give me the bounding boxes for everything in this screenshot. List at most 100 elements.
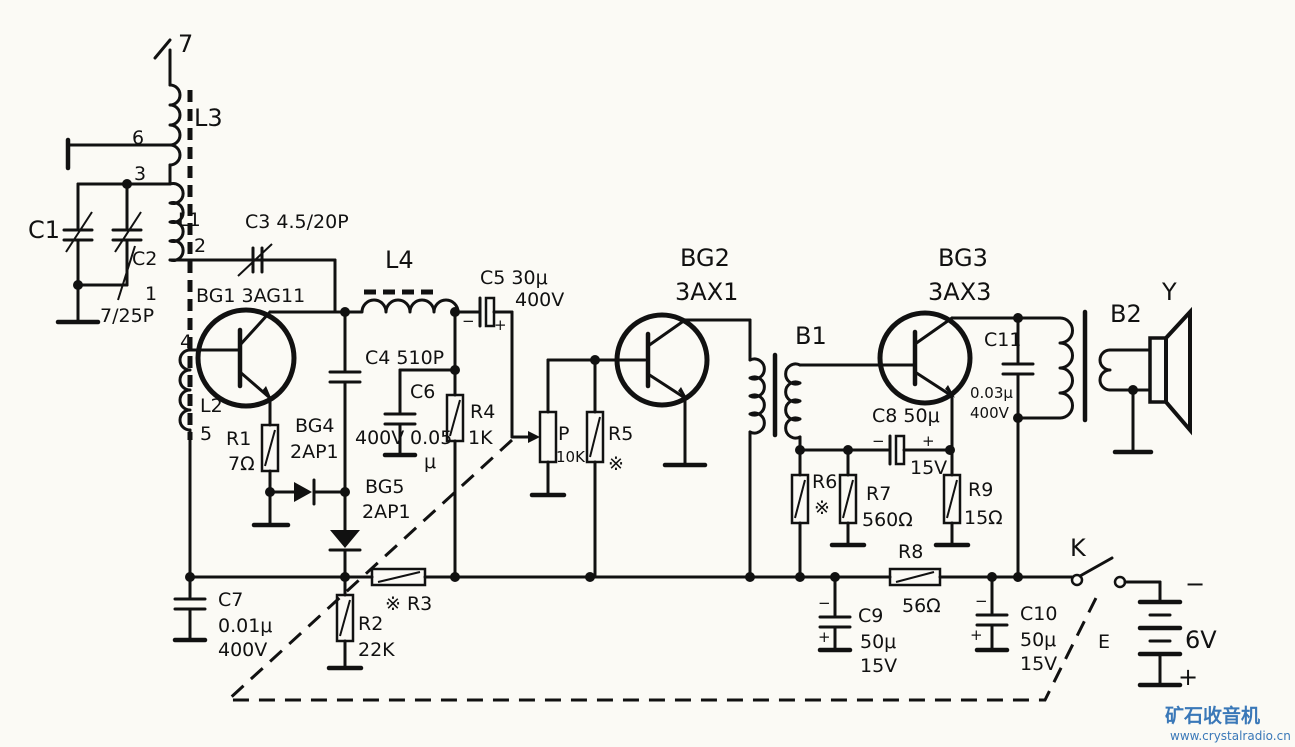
speaker-y [1148, 306, 1192, 436]
label-bg2-value: 3AX1 [675, 278, 738, 306]
capacitor-c5 [478, 296, 496, 328]
label-bg4-value: 2AP1 [290, 441, 339, 463]
label-r4-value: 1K [468, 427, 493, 449]
label-c2: C2 [132, 248, 157, 270]
label-c11: C11 [984, 329, 1021, 351]
label-ant7: 7 [178, 30, 193, 58]
label-battery-plus: + [1178, 663, 1198, 691]
resistor-r1 [260, 423, 280, 473]
transistor-bg1 [195, 307, 297, 409]
label-tap3: 3 [134, 163, 146, 185]
label-y: Y [1161, 278, 1177, 306]
label-r6-value: ※ [814, 497, 830, 519]
label-bg5: BG5 [365, 476, 405, 498]
ganged-control-link [224, 438, 1102, 702]
label-r7-value: 560Ω [862, 509, 913, 531]
label-bg3: BG3 [938, 244, 988, 272]
label-c5-value: 400V [515, 289, 564, 311]
label-c10-voltage: 15V [1020, 653, 1057, 675]
label-c9-plus: + [818, 628, 831, 646]
label-k: K [1070, 534, 1087, 562]
diode-bg4 [294, 478, 316, 506]
label-tap1: 1 [145, 283, 157, 305]
diode-bg5 [328, 530, 362, 552]
label-c11-value: 0.03μ [970, 384, 1013, 402]
label-c10-value: 50μ [1020, 629, 1056, 651]
label-c9-minus: − [818, 594, 831, 612]
label-c8-plus: + [922, 432, 935, 450]
label-c5-plus: + [494, 316, 507, 334]
label-c6-voltage: 400V [355, 427, 404, 449]
label-bg5-value: 2AP1 [362, 501, 411, 523]
label-r8: R8 [898, 541, 923, 563]
label-battery-minus: − [1185, 570, 1205, 598]
inductor-l1 [168, 182, 185, 262]
watermark-title: 矿石收音机 [1165, 704, 1260, 727]
label-c9: C9 [858, 605, 883, 627]
label-r2: R2 [358, 613, 383, 635]
label-r2-value: 22K [358, 639, 395, 661]
label-c6-value: 0.05 [410, 427, 452, 449]
label-l4: L4 [385, 246, 414, 274]
label-c6-unit: μ [424, 451, 436, 473]
resistor-r2 [335, 593, 355, 643]
inductor-l2 [178, 348, 192, 432]
label-c8-minus: − [872, 432, 885, 450]
resistor-r6 [790, 473, 810, 525]
resistor-r3 [370, 567, 427, 587]
label-e-value: 6V [1185, 626, 1217, 654]
watermark-url: www.crystalradio.cn [1170, 729, 1291, 743]
label-p-value: 10K [556, 448, 586, 466]
inductor-l4 [343, 289, 480, 314]
resistor-r9 [942, 473, 962, 525]
transistor-bg2 [614, 312, 710, 408]
trimmer-capacitor-c3 [237, 243, 273, 277]
label-l2: L2 [200, 395, 223, 417]
label-l1: L1 [178, 209, 201, 231]
label-c8: C8 50μ [872, 405, 940, 427]
switch-k [1070, 556, 1127, 589]
resistor-r7 [838, 473, 858, 525]
label-r1-value: 7Ω [228, 453, 255, 475]
label-b1: B1 [795, 322, 827, 350]
battery-e [1137, 599, 1183, 657]
label-c5: C5 30μ [480, 267, 548, 289]
label-c10: C10 [1020, 603, 1057, 625]
label-r5: R5 [608, 423, 633, 445]
label-tap4: 4 [180, 331, 192, 353]
label-r8-value: 56Ω [902, 595, 941, 617]
label-c4: C4 510P [365, 347, 444, 369]
label-e: E [1098, 631, 1110, 653]
label-r9: R9 [968, 479, 993, 501]
label-bg2: BG2 [680, 244, 730, 272]
label-c9-voltage: 15V [860, 655, 897, 677]
capacitor-c8 [888, 434, 906, 466]
inductor-l3 [168, 83, 182, 167]
resistor-r5 [585, 410, 605, 464]
label-r6: R6 [812, 471, 837, 493]
label-tap2: 2 [194, 235, 206, 257]
label-tap6: 6 [132, 127, 144, 149]
transformer-b2 [1058, 309, 1112, 423]
resistor-r8 [888, 567, 942, 587]
label-bg4: BG4 [295, 415, 335, 437]
label-c7-value: 0.01μ [218, 615, 272, 637]
transformer-b1 [748, 352, 802, 440]
label-c10-minus: − [975, 592, 988, 610]
potentiometer-p [538, 410, 558, 464]
label-r5-value: ※ [608, 453, 624, 475]
label-r4: R4 [470, 401, 495, 423]
label-tap5: 5 [200, 423, 212, 445]
label-r7: R7 [866, 483, 891, 505]
label-b2: B2 [1110, 300, 1142, 328]
antenna-terminal [153, 38, 172, 87]
label-c3: C3 4.5/20P [245, 211, 349, 233]
label-c11-voltage: 400V [970, 404, 1010, 422]
label-r9-value: 15Ω [964, 507, 1003, 529]
label-c7-voltage: 400V [218, 639, 267, 661]
label-bg3-value: 3AX3 [928, 278, 991, 306]
label-bg1: BG1 3AG11 [196, 285, 305, 307]
label-r3: ※ R3 [385, 593, 432, 615]
label-c8-voltage: 15V [910, 457, 947, 479]
